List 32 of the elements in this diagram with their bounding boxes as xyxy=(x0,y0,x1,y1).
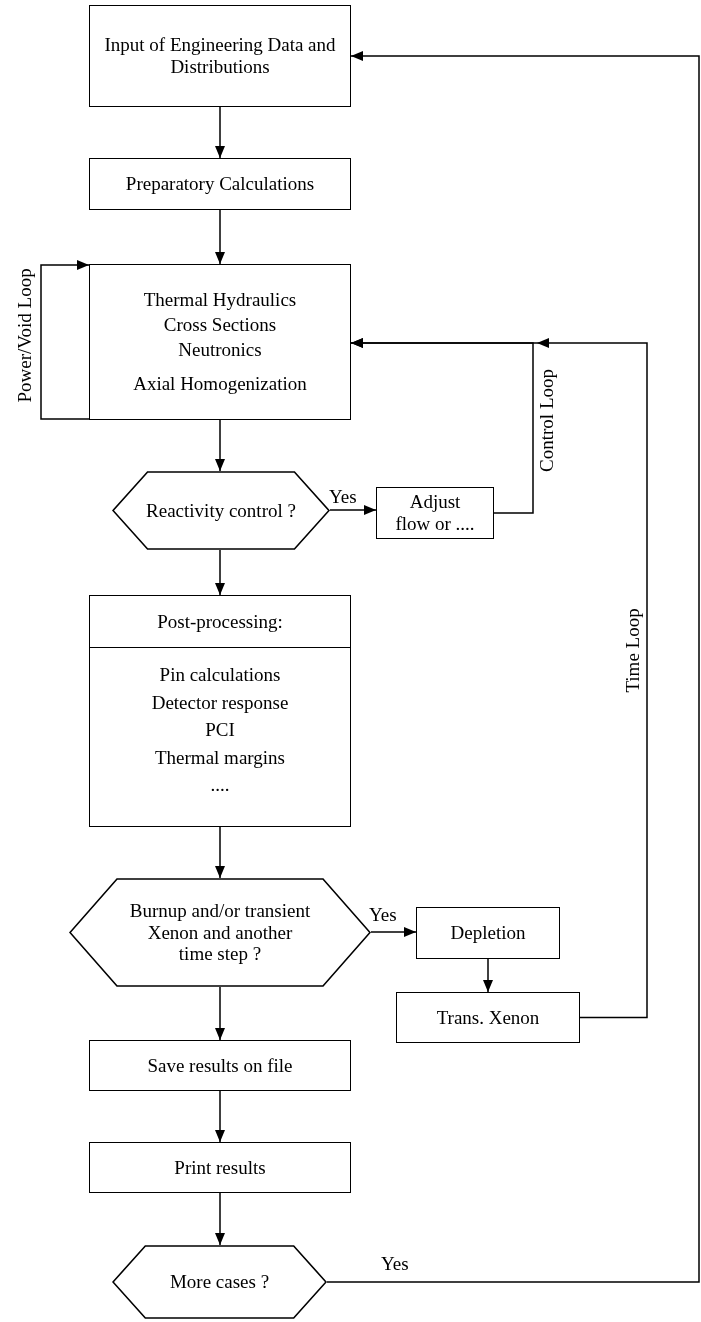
process-box xyxy=(376,487,494,539)
box-heading: Post-processing: xyxy=(157,610,283,633)
list-item: Detector response xyxy=(151,690,289,715)
list-item: Pin calculations xyxy=(159,663,281,688)
decision-hexagon xyxy=(112,1245,327,1319)
process-box xyxy=(89,5,351,107)
node-label: Depletion xyxy=(450,922,526,944)
process-box xyxy=(89,1040,351,1091)
list-item: Cross Sections xyxy=(163,314,277,336)
node-label: Print results xyxy=(174,1156,266,1179)
list-item: .... xyxy=(210,773,230,798)
node-label: Trans. Xenon xyxy=(436,1006,540,1029)
list-item: Axial Homogenization xyxy=(133,372,307,395)
list-item: Thermal margins xyxy=(155,745,285,770)
process-box xyxy=(396,992,580,1043)
process-box xyxy=(89,158,351,210)
node-label: Input of Engineering Data and Distributions xyxy=(104,34,336,78)
list-item: PCI xyxy=(205,718,235,743)
node-label: More cases ? xyxy=(169,1271,270,1293)
process-box xyxy=(89,264,351,420)
process-box xyxy=(89,595,351,827)
decision-hexagon xyxy=(69,878,371,987)
process-box xyxy=(89,1142,351,1193)
process-box xyxy=(416,907,560,959)
node-label: Reactivity control ? xyxy=(145,499,297,522)
node-label: Preparatory Calculations xyxy=(125,173,315,195)
list-item: Neutronics xyxy=(178,339,262,361)
decision-hexagon xyxy=(112,471,330,550)
list-item: Thermal Hydraulics xyxy=(143,289,297,312)
node-label: Save results on file xyxy=(147,1054,293,1077)
node-label: Adjust flow or .... xyxy=(394,491,476,535)
node-label: Burnup and/or transient Xenon and another time step ? xyxy=(129,899,311,966)
